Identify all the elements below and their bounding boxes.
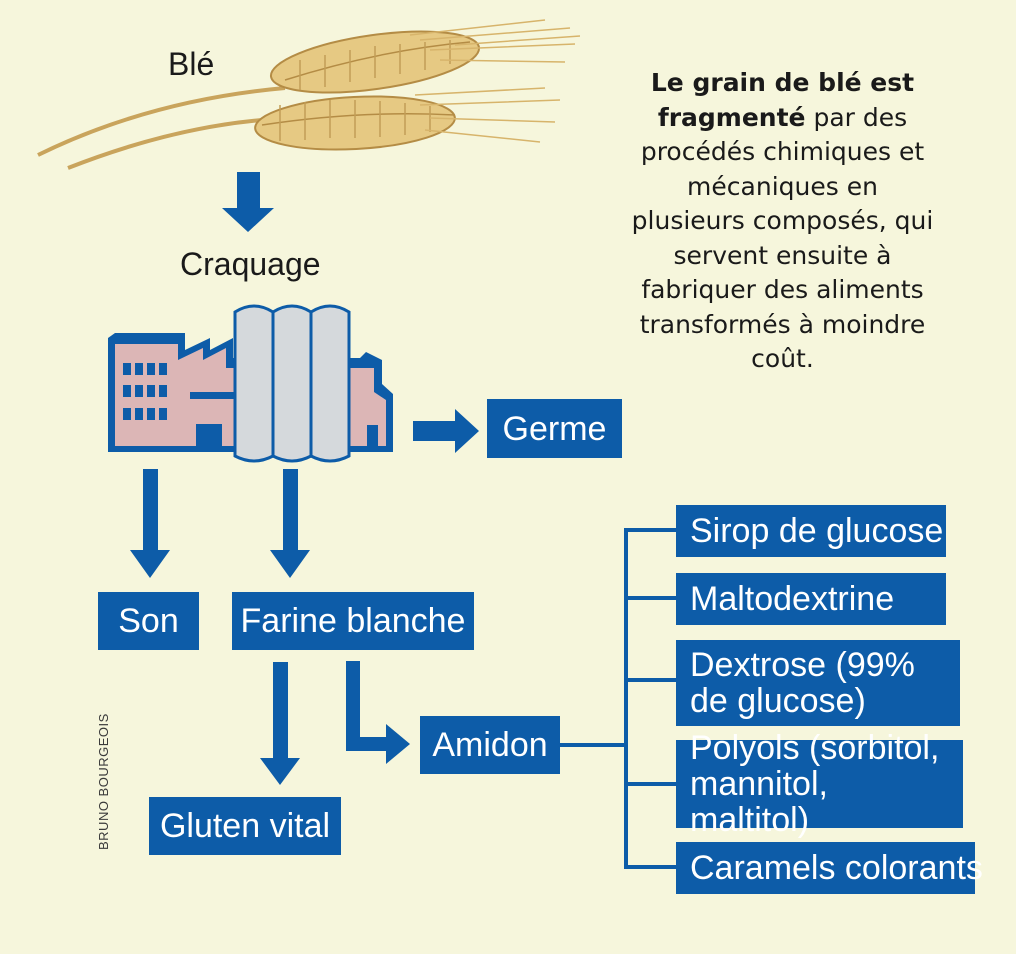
arrow-ble-to-craquage xyxy=(222,172,274,232)
arrow-factory-to-son xyxy=(130,469,170,578)
arrow-factory-to-germe xyxy=(413,409,479,453)
derivative-maltodextrine: Maltodextrine xyxy=(676,573,946,625)
node-gluten-vital: Gluten vital xyxy=(149,797,341,855)
node-farine-blanche: Farine blanche xyxy=(232,592,474,650)
derivative-sirop-de-glucose: Sirop de glucose xyxy=(676,505,946,557)
wheat-ear-top xyxy=(269,19,581,94)
wheat-label: Blé xyxy=(168,46,215,82)
derivative-dextrose: Dextrose (99% de glucose) xyxy=(676,640,960,726)
description-bold: Le grain de blé est fragmenté xyxy=(650,68,915,132)
description-rest: par des procédés chimiques et mécaniques… xyxy=(631,102,934,374)
photo-credit: BRUNO BOURGEOIS xyxy=(96,713,111,850)
arrow-farine-to-amidon xyxy=(346,661,410,764)
derivatives-bracket xyxy=(560,528,676,869)
process-label: Craquage xyxy=(180,246,321,282)
description-text: Le grain de blé est fragmenté par des pr… xyxy=(630,66,935,377)
node-germe: Germe xyxy=(487,399,622,458)
factory-illustration xyxy=(108,304,393,463)
derivative-caramels-colorants: Caramels colorants xyxy=(676,842,983,894)
wheat-illustration xyxy=(37,19,581,170)
node-son: Son xyxy=(98,592,199,650)
wheat-ear-bottom xyxy=(254,87,561,151)
derivative-polyols: Polyols (sorbitol, mannitol, maltitol) xyxy=(676,730,963,838)
arrow-farine-to-gluten xyxy=(260,662,300,785)
arrow-factory-to-farine xyxy=(270,469,310,578)
node-amidon: Amidon xyxy=(420,716,560,774)
